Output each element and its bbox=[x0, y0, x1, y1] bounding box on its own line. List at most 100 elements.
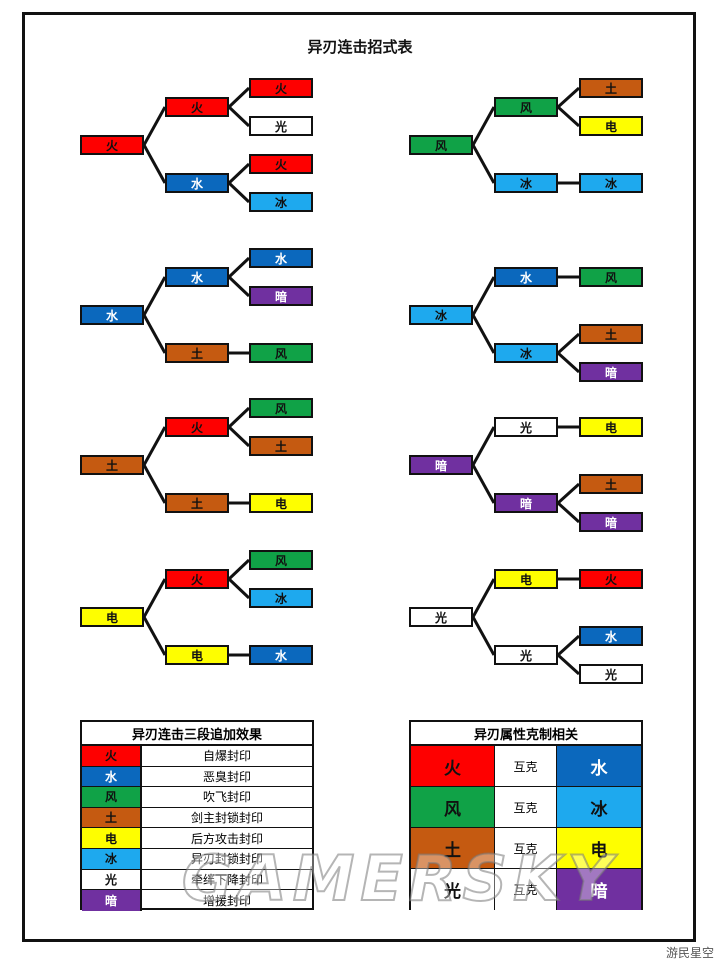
connector-line bbox=[556, 634, 581, 657]
effects-row: 水 恶臭封印 bbox=[82, 766, 312, 788]
connector-line bbox=[556, 482, 581, 505]
tree-root-node: 土 bbox=[80, 455, 144, 475]
connector-line bbox=[556, 653, 581, 676]
matchup-relation: 互克 bbox=[495, 869, 557, 910]
connector-line bbox=[556, 86, 581, 109]
connector-line bbox=[471, 578, 496, 618]
element-chip: 光 bbox=[82, 869, 142, 890]
effect-label: 恶臭封印 bbox=[202, 769, 251, 784]
matchup-element: 风 bbox=[411, 787, 495, 828]
effects-row: 光 牵绊下降封印 bbox=[82, 869, 312, 891]
effects-row: 风吹飞封印 bbox=[82, 787, 312, 808]
element-chip: 电 bbox=[82, 828, 142, 848]
tree-leaf-node: 风 bbox=[579, 267, 643, 287]
tree-leaf-node: 冰 bbox=[249, 192, 313, 212]
matchup-table-title: 异刃属性克制相关 bbox=[411, 722, 641, 746]
tree-leaf-node: 水 bbox=[579, 626, 643, 646]
connector-line bbox=[556, 332, 581, 355]
effect-label: 增援封印 bbox=[202, 893, 251, 908]
connector-line bbox=[471, 144, 496, 184]
matchup-relation: 互克 bbox=[495, 828, 557, 869]
effects-row: 电 后方攻击封印 bbox=[82, 828, 312, 849]
connector-line bbox=[471, 464, 496, 504]
effect-label: 后方攻击封印 bbox=[190, 831, 263, 846]
tree-branch-node: 电 bbox=[494, 569, 558, 589]
connector-line bbox=[142, 314, 167, 354]
tree-root-node: 电 bbox=[80, 607, 144, 627]
connector-line bbox=[471, 276, 496, 316]
tree-root-node: 冰 bbox=[409, 305, 473, 325]
connector-line bbox=[227, 577, 251, 600]
connector-line bbox=[142, 616, 167, 656]
connector-line bbox=[142, 464, 167, 504]
tree-root-node: 风 bbox=[409, 135, 473, 155]
tree-root-node: 水 bbox=[80, 305, 144, 325]
matchup-element: 暗 bbox=[557, 869, 641, 910]
matchup-element: 火 bbox=[411, 746, 495, 787]
tree-leaf-node: 土 bbox=[249, 436, 313, 456]
tree-branch-node: 土 bbox=[165, 493, 229, 513]
tree-leaf-node: 暗 bbox=[249, 286, 313, 306]
tree-leaf-node: 电 bbox=[579, 417, 643, 437]
page-title: 异刃连击招式表 bbox=[307, 38, 413, 56]
matchup-relation: 互克 bbox=[495, 787, 557, 828]
connector-line bbox=[227, 162, 251, 185]
effects-row: 暗增援封印 bbox=[82, 890, 312, 911]
tree-leaf-node: 电 bbox=[579, 116, 643, 136]
tree-leaf-node: 风 bbox=[249, 343, 313, 363]
element-chip: 水 bbox=[82, 766, 142, 787]
tree-root-node: 暗 bbox=[409, 455, 473, 475]
connector-line bbox=[142, 106, 167, 146]
effects-row: 冰 异刃封锁封印 bbox=[82, 848, 312, 870]
tree-branch-node: 水 bbox=[165, 173, 229, 193]
connector-line bbox=[471, 616, 496, 656]
effects-table: 异刃连击三段追加效果 火自爆封印水恶臭封印风吹飞封印土剑主封锁封印电后方攻击封印… bbox=[80, 720, 314, 911]
corner-watermark: 游民星空 bbox=[663, 944, 716, 961]
tree-branch-node: 冰 bbox=[494, 343, 558, 363]
connector-line bbox=[471, 426, 496, 466]
tree-leaf-node: 光 bbox=[249, 116, 313, 136]
effect-label: 异刃封锁封印 bbox=[190, 852, 263, 867]
tree-branch-node: 光 bbox=[494, 645, 558, 665]
tree-leaf-node: 风 bbox=[249, 550, 313, 570]
connector-line bbox=[227, 181, 251, 204]
connector-line bbox=[471, 106, 496, 146]
matchup-element: 电 bbox=[557, 828, 641, 869]
tree-branch-node: 水 bbox=[494, 267, 558, 287]
tree-branch-node: 暗 bbox=[494, 493, 558, 513]
tree-leaf-node: 电 bbox=[249, 493, 313, 513]
effects-row: 火 自爆封印 bbox=[82, 746, 312, 767]
tree-leaf-node: 暗 bbox=[579, 512, 643, 532]
matchup-element: 水 bbox=[557, 746, 641, 787]
connector-line bbox=[556, 105, 581, 128]
effect-label: 自爆封印 bbox=[202, 749, 251, 764]
connector-line bbox=[142, 578, 167, 618]
tree-branch-node: 火 bbox=[165, 97, 229, 117]
tree-leaf-node: 冰 bbox=[579, 173, 643, 193]
effects-row: 土剑主封锁封印 bbox=[82, 807, 312, 829]
tree-leaf-node: 火 bbox=[579, 569, 643, 589]
tree-leaf-node: 土 bbox=[579, 474, 643, 494]
matchup-element: 冰 bbox=[557, 787, 641, 828]
connector-line bbox=[556, 351, 581, 374]
element-chip: 火 bbox=[82, 746, 142, 766]
connector-line bbox=[142, 276, 167, 316]
tree-branch-node: 电 bbox=[165, 645, 229, 665]
tree-branch-node: 土 bbox=[165, 343, 229, 363]
element-chip: 冰 bbox=[82, 848, 142, 869]
connector-line bbox=[227, 425, 251, 448]
tree-branch-node: 风 bbox=[494, 97, 558, 117]
tree-leaf-node: 冰 bbox=[249, 588, 313, 608]
effect-label: 吹飞封印 bbox=[202, 790, 251, 805]
matchup-element: 光 bbox=[411, 869, 495, 910]
connector-line bbox=[227, 406, 251, 429]
tree-leaf-node: 土 bbox=[579, 78, 643, 98]
connector-line bbox=[227, 256, 251, 279]
effect-label: 剑主封锁封印 bbox=[190, 811, 263, 826]
tree-leaf-node: 火 bbox=[249, 154, 313, 174]
connector-line bbox=[142, 426, 167, 466]
matchup-table: 异刃属性克制相关 火互克水风互克冰土互克电光互克暗 bbox=[409, 720, 643, 910]
effect-label: 牵绊下降封印 bbox=[190, 872, 263, 887]
tree-leaf-node: 暗 bbox=[579, 362, 643, 382]
